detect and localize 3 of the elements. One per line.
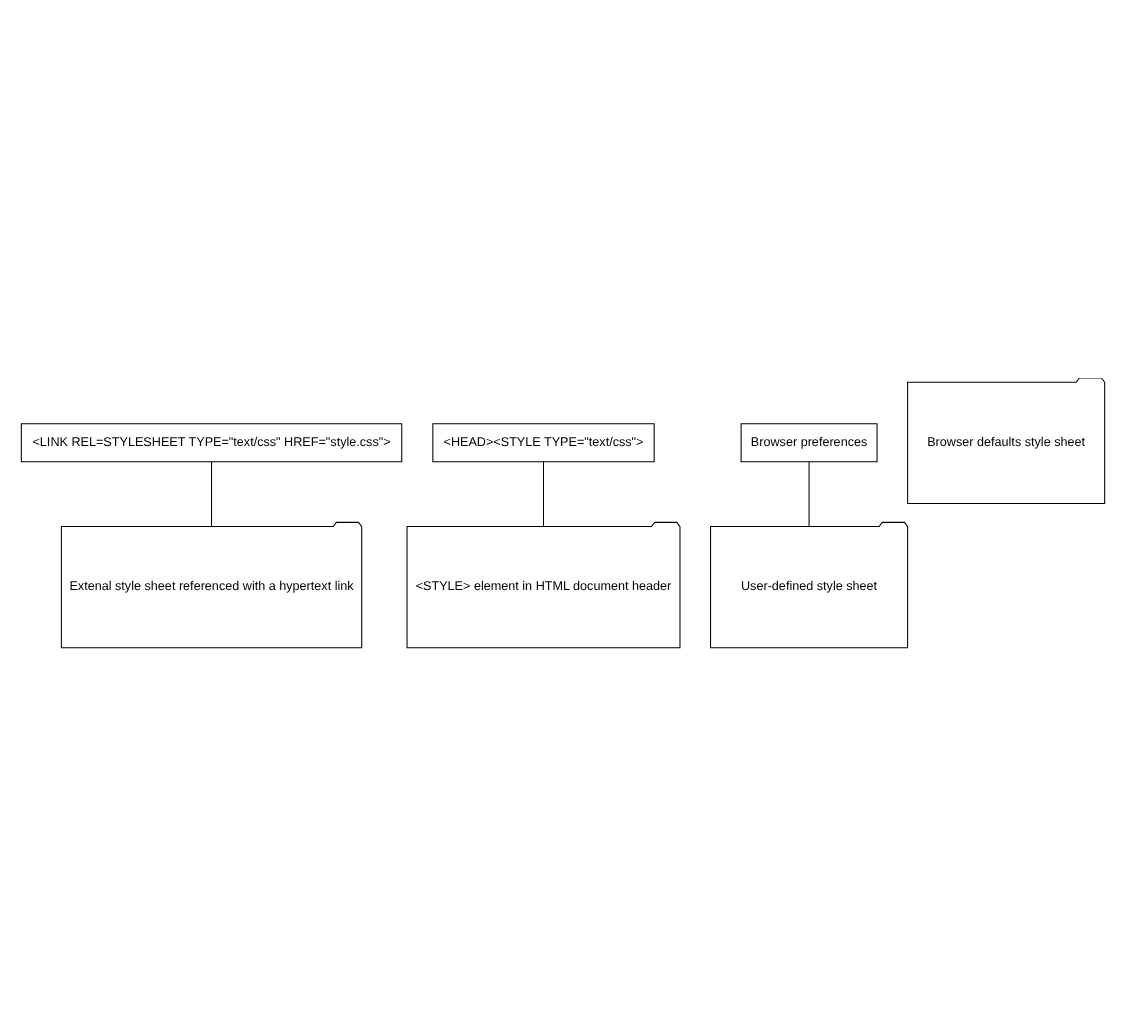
connector [808, 460, 810, 526]
connector [211, 460, 213, 526]
connector [542, 460, 545, 526]
